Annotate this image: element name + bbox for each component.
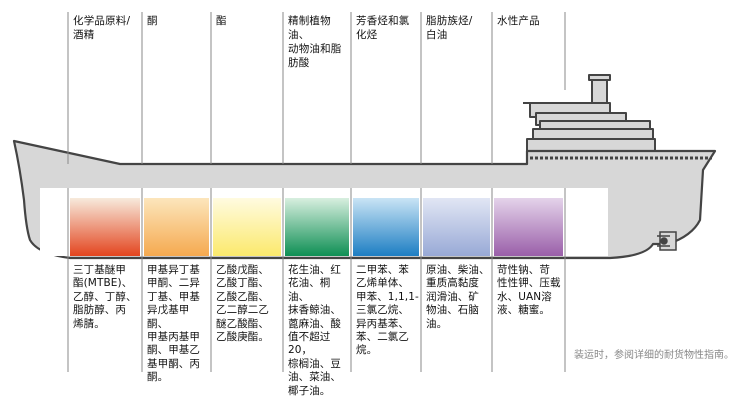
category-label-chem: 化学品原料/ 酒精 (73, 15, 131, 41)
hold-aqueous (494, 198, 563, 256)
hold-ketone (144, 198, 209, 256)
propeller-icon (657, 231, 677, 251)
ship-chart: 化学品原料/ 酒精三丁基醚甲 酯(MTBE)、 乙醇、丁醇、 脂肪醇、丙 烯腈。… (12, 12, 734, 397)
hold-ester (213, 198, 281, 256)
superstructure (523, 74, 656, 152)
category-desc-aromatic: 二甲苯、苯 乙烯单体、 甲苯、1,1,1- 三氯乙烷、 异丙基苯、 苯、二氯乙 … (356, 264, 419, 357)
category-label-ester: 酯 (216, 15, 227, 27)
footnote: 装运时，参阅详细的耐货物性指南。 (574, 350, 734, 361)
hold-aromatic (353, 198, 419, 256)
category-desc-ketone: 甲基异丁基 甲酮、二异 丁基、甲基 异戊基甲酮、 甲基丙基甲 酮、甲基乙 基甲酮… (147, 264, 200, 384)
ship-diagram (12, 12, 717, 372)
cargo-holds (70, 198, 563, 256)
hold-aliphatic (423, 198, 490, 256)
category-label-ketone: 酮 (147, 15, 158, 27)
hold-chem (70, 198, 140, 256)
category-desc-aqueous: 苛性钠、苛 性性钾、压载 水、UAN溶 液、糖蜜。 (497, 264, 561, 317)
category-label-aromatic: 芳香烃和氯 化烃 (356, 15, 410, 41)
category-desc-aliphatic: 原油、柴油、 重质高黏度 润滑油、矿 物油、石脑 油。 (426, 264, 490, 330)
category-desc-oils: 花生油、红 花油、桐油、 抹香鲸油、 蓖麻油、酸 值不超过20， 棕榈油、豆 油… (288, 264, 341, 397)
category-desc-chem: 三丁基醚甲 酯(MTBE)、 乙醇、丁醇、 脂肪醇、丙 烯腈。 (73, 264, 137, 330)
column-dividers (67, 12, 566, 372)
category-desc-ester: 乙酸戊酯、 乙酸丁酯、 乙酸乙酯、 乙二醇二乙 醚乙酸酯、 乙酸庚酯。 (216, 264, 269, 344)
hold-oils (285, 198, 349, 256)
category-label-aqueous: 水性产品 (497, 15, 540, 27)
category-label-oils: 精制植物油、 动物油和脂 肪酸 (288, 15, 342, 69)
category-label-aliphatic: 脂肪族烃/ 白油 (426, 15, 473, 41)
